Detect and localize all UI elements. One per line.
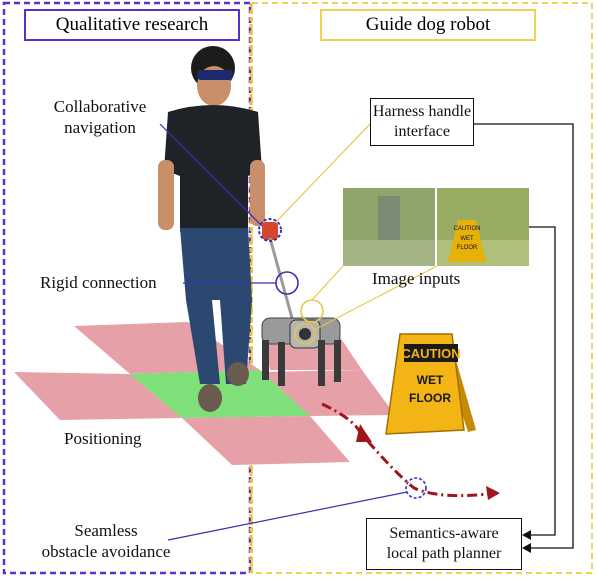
arrow-head-1 [522, 543, 531, 553]
box-harness-handle-interface: Harness handle interface [370, 98, 474, 146]
label-seamless-line1: Seamless [74, 521, 138, 540]
box-harness-line2: interface [394, 123, 450, 140]
rigid-connection-circle [275, 271, 299, 295]
wet-floor-sign: CAUTION WET FLOOR [385, 333, 476, 435]
avoidance-circle [405, 477, 427, 499]
path-arrow-mid [356, 424, 372, 442]
tile-front [182, 416, 350, 465]
tile-right [262, 370, 395, 416]
arrow-harness-to-planner [473, 123, 574, 549]
robot-leg-4 [334, 340, 341, 382]
person-figure [158, 46, 265, 412]
person-arm-right [250, 160, 265, 226]
box-planner-line1: Semantics-aware [389, 525, 499, 542]
planned-path [321, 402, 500, 500]
label-seamless-line2: obstacle avoidance [41, 542, 171, 561]
person-shoe-left [198, 384, 222, 412]
box-harness-line1: Harness handle [372, 103, 472, 120]
sign-floor-text: FLOOR [409, 391, 451, 405]
leader-image-left [311, 265, 344, 301]
sign-wet-text: WET [417, 373, 444, 387]
image-right-sign-text-1: CAUTION [454, 226, 481, 232]
path-curve [321, 402, 499, 498]
harness-handle [262, 222, 294, 319]
handle-grip [262, 222, 278, 240]
blindfold [197, 70, 233, 80]
person-shirt [164, 105, 262, 232]
handle-highlight-circle [258, 218, 282, 242]
person-shoe-right [227, 362, 249, 386]
arrow-images-to-planner [528, 226, 556, 536]
box-planner-line2: local path planner [386, 545, 502, 562]
image-right-sign-text-3: FLOOR [457, 245, 478, 251]
leader-seamless [167, 491, 408, 541]
person-arm-left [158, 160, 174, 230]
header-qualitative-research: Qualitative research [24, 9, 240, 41]
sign-caution-band [404, 344, 458, 362]
image-right-sign-text-2: WET [460, 236, 474, 242]
image-inputs-panel: CAUTION WET FLOOR [343, 188, 529, 266]
robot-camera-circle [294, 323, 316, 345]
arrow-head-2 [522, 530, 531, 540]
label-positioning: Positioning [64, 429, 142, 448]
label-image-inputs: Image inputs [372, 269, 461, 288]
box-semantics-aware-planner: Semantics-aware local path planner [366, 518, 522, 570]
robot-camera [299, 328, 311, 340]
leader-collaborative [159, 123, 263, 227]
path-arrow-end [486, 486, 500, 500]
sign-caution-text: CAUTION [401, 346, 460, 361]
image-right-sign [448, 220, 486, 262]
robot-leg-3 [318, 340, 325, 386]
leader-image-right [313, 265, 438, 331]
label-collaborative-line2: navigation [64, 118, 136, 137]
handle-rod [268, 237, 294, 319]
header-guide-dog-robot: Guide dog robot [320, 9, 536, 41]
image-left-door [378, 196, 400, 242]
leader-harness [275, 123, 371, 223]
robot-leg-2 [278, 342, 285, 386]
person-jeans [180, 228, 252, 384]
label-seamless-obstacle-avoidance: Seamless obstacle avoidance [26, 520, 186, 562]
tile-left [14, 372, 182, 420]
label-collaborative-line1: Collaborative [53, 97, 147, 116]
label-collaborative-navigation: Collaborative navigation [36, 96, 164, 138]
label-rigid-connection: Rigid connection [40, 273, 157, 292]
right-frame [251, 2, 593, 574]
robot-leg-1 [262, 340, 269, 380]
image-left-floor [343, 240, 435, 266]
